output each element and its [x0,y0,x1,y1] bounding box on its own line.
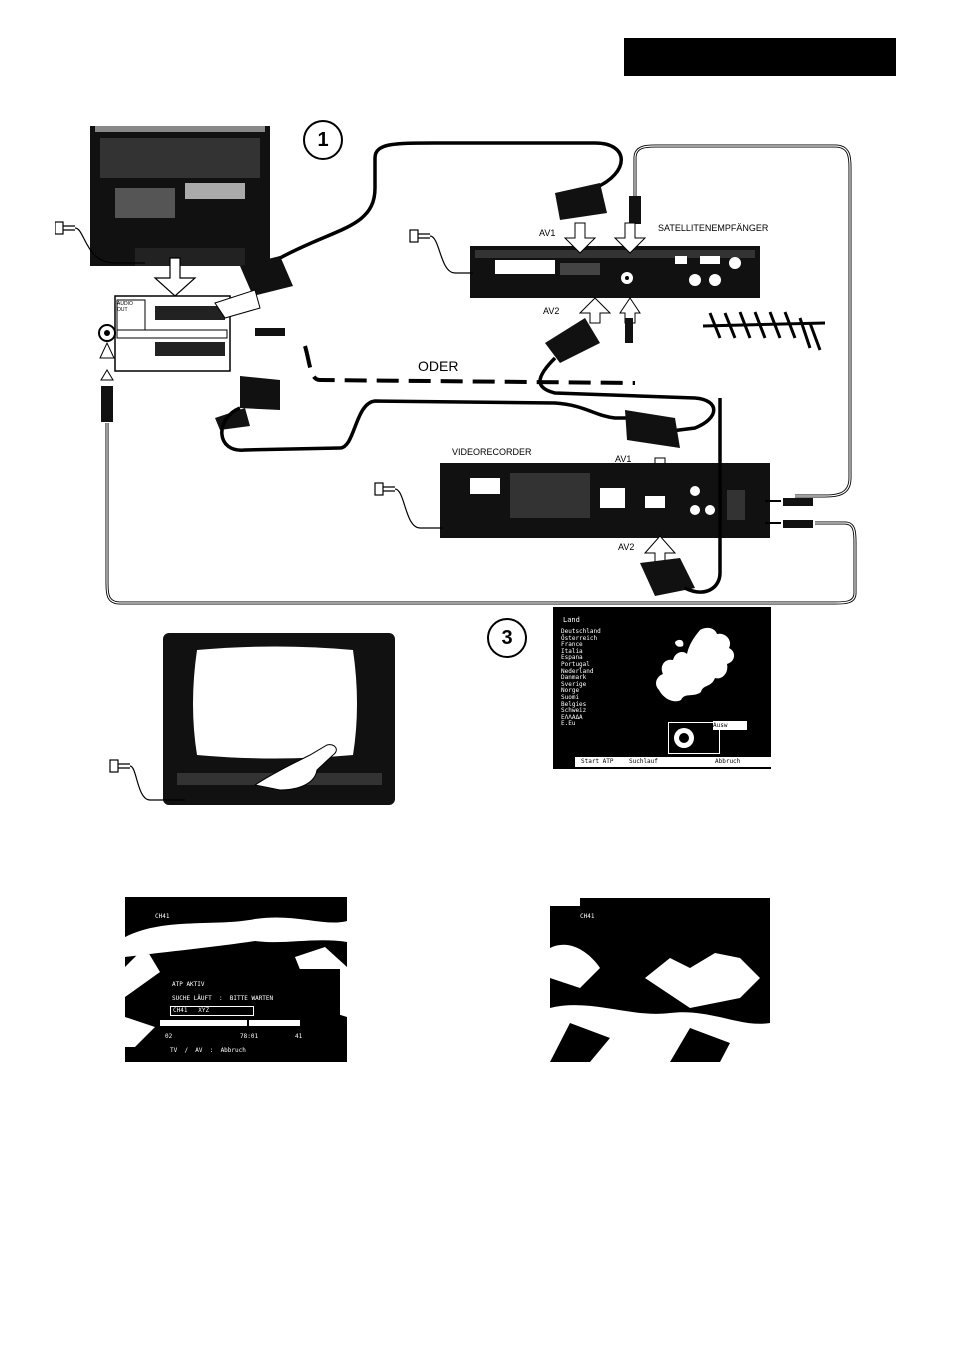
start-atp-button[interactable]: Start ATP [581,758,614,765]
scart-vcr-av2 [640,558,695,596]
scart-sat-av2 [545,318,600,363]
atp-footer: TV / AV : Abbruch [170,1047,340,1056]
label-videorecorder: VIDEORECORDER [452,447,532,457]
country-menu-screen: Land Deutschland Österreich France Itali… [553,607,771,769]
atp-progress-bar [160,1020,300,1026]
satellite-receiver-image [470,246,760,298]
arrow-sat-av2 [578,297,612,324]
power-plug-tv [54,221,145,264]
tv-back-image [90,126,270,266]
atp-channel-label: CH41 [155,913,170,920]
country-item[interactable]: ΕΛΛΑΔΑ [561,713,583,721]
scart-plug-top [214,256,293,319]
power-plug-sat [409,229,473,274]
cable-tv-sat-av1 [279,141,623,260]
atp-screen: CH41 ATP AKTIV SUCHE LÄUFT : BITTE WARTE… [125,897,347,1062]
country-item[interactable]: Belgies [561,700,587,708]
step-badge-1: 1 [303,120,343,160]
power-plug-vcr [374,482,443,529]
selection-label: Ausw [713,721,747,730]
search-button[interactable]: Suchlauf [629,758,658,765]
atp-channel-field[interactable]: CH41 XYZ [170,1006,254,1016]
oder-dashed-line [303,345,636,385]
country-list: Deutschland Österreich France Italia Esp… [561,628,601,728]
connection-diagram: 1 SATELLITENEMPFÄNGER AV1 AV2 ODER VIDEO… [54,118,875,608]
atp-right-number: 41 [295,1033,303,1040]
antenna-icon [702,311,826,351]
cable-tv-vcr [220,399,645,452]
atp-status: SUCHE LÄUFT : BITTE WARTEN [172,995,274,1002]
atp-mid-number: 78:01 [240,1033,259,1040]
label-satellite-receiver: SATELLITENEMPFÄNGER [658,223,769,233]
label-oder: ODER [418,358,459,374]
tv-front-image [55,605,405,810]
cinch-plug [255,328,285,336]
mountain-landscape-image [550,898,770,1062]
label-vcr-av2: AV2 [618,542,635,552]
country-item[interactable]: Deutschland [561,628,601,635]
country-item[interactable]: Sverige [561,680,587,688]
country-item[interactable]: Espana [561,654,583,662]
tv-scart-panel [98,295,231,372]
country-item[interactable]: E.Eu [561,720,576,728]
label-tv-audio-out: AUDIO OUT [117,301,133,313]
arrow-sat-av1 [563,222,597,254]
down-arrow [153,257,197,297]
country-item[interactable]: Nederland [561,667,594,675]
country-item[interactable]: Norge [561,687,580,695]
scart-vcr-av1 [625,410,680,448]
country-item[interactable]: Italia [561,647,583,655]
cable-sat-av2-vcr-av1 [538,356,716,435]
label-sat-av1: AV1 [539,228,556,238]
label-sat-av2: AV2 [543,306,560,316]
europe-map-icon [656,627,735,702]
cancel-button[interactable]: Abbruch [715,758,741,765]
country-item[interactable]: Österreich [561,634,598,642]
country-menu-footer: Start ATP Suchlauf Abbruch [575,757,771,767]
arrow-vcr-av2 [643,535,677,564]
videorecorder-image [440,463,770,538]
atp-dialog: ATP AKTIV SUCHE LÄUFT : BITTE WARTEN CH4… [160,969,340,1049]
scart-sat-av1 [555,183,607,220]
country-item[interactable]: France [561,641,583,649]
selection-box[interactable] [668,722,720,754]
navigation-pad-icon [674,728,694,748]
country-menu-title: Land [563,616,580,624]
result-screen: CH41 [550,898,770,1062]
country-item[interactable]: Danmark [561,674,587,682]
country-item[interactable]: Suomi [561,693,580,701]
country-item[interactable]: Portugal [561,660,590,668]
result-channel-label: CH41 [580,913,595,920]
atp-left-number: 02 [165,1033,173,1040]
label-vcr-av1: AV1 [615,454,632,464]
atp-title: ATP AKTIV [172,981,205,988]
country-item[interactable]: Schweiz [561,707,587,715]
header-bar [624,38,896,76]
connection-diagram-svg [54,126,857,605]
atp-progress-fill [160,1020,249,1026]
step-badge-3: 3 [487,618,527,658]
mountain-background-image [125,897,347,1047]
